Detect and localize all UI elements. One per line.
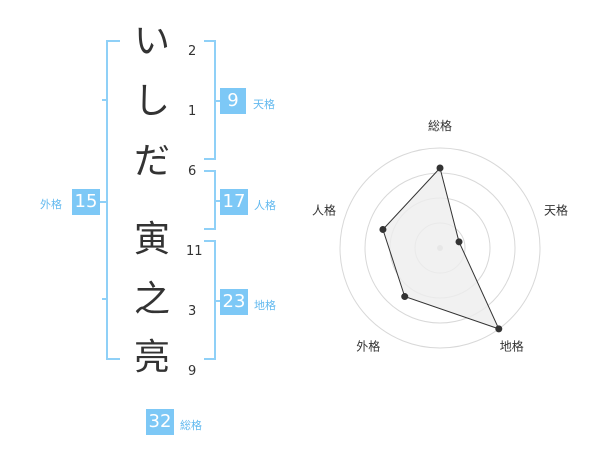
stroke-count-5: 3 <box>188 304 197 319</box>
radar-area <box>382 166 500 330</box>
stroke-count-1: 2 <box>188 44 197 59</box>
jinkaku-label: 人格 <box>254 199 276 212</box>
stroke-count-2: 1 <box>188 104 197 119</box>
radar-axis-label-1: 総格 <box>428 118 452 133</box>
radar-axis-label-2: 天格 <box>544 202 568 217</box>
name-char-4: 寅 <box>133 219 170 260</box>
radar-point-4 <box>401 293 409 301</box>
radar-point-5 <box>379 225 387 233</box>
radar-axis-label-5: 人格 <box>312 202 336 217</box>
name-char-5: 之 <box>133 279 170 320</box>
radar-point-1 <box>436 164 444 172</box>
jinkaku-badge: 17 <box>220 189 248 215</box>
radar-axis-label-3: 地格 <box>500 339 524 354</box>
soukaku-label: 総格 <box>180 419 202 432</box>
soukaku-badge: 32 <box>146 409 174 435</box>
tenkaku-badge: 9 <box>220 88 246 114</box>
name-char-6: 亮 <box>133 337 170 378</box>
stroke-count-6: 9 <box>188 364 197 379</box>
chikaku-badge: 23 <box>220 289 248 315</box>
name-char-3: だ <box>133 141 170 182</box>
gaikaku-badge: 15 <box>72 189 100 215</box>
name-char-2: し <box>133 81 170 122</box>
gaikaku-label: 外格 <box>40 198 62 211</box>
tenkaku-label: 天格 <box>253 98 275 111</box>
name-char-1: い <box>133 21 170 62</box>
radar-point-2 <box>455 238 463 246</box>
stroke-count-3: 6 <box>188 164 197 179</box>
stroke-count-4: 11 <box>186 244 203 259</box>
radar-axis-label-4: 外格 <box>356 339 380 354</box>
chikaku-label: 地格 <box>254 299 276 312</box>
radar-point-3 <box>495 325 503 333</box>
radar-ring <box>339 147 541 349</box>
